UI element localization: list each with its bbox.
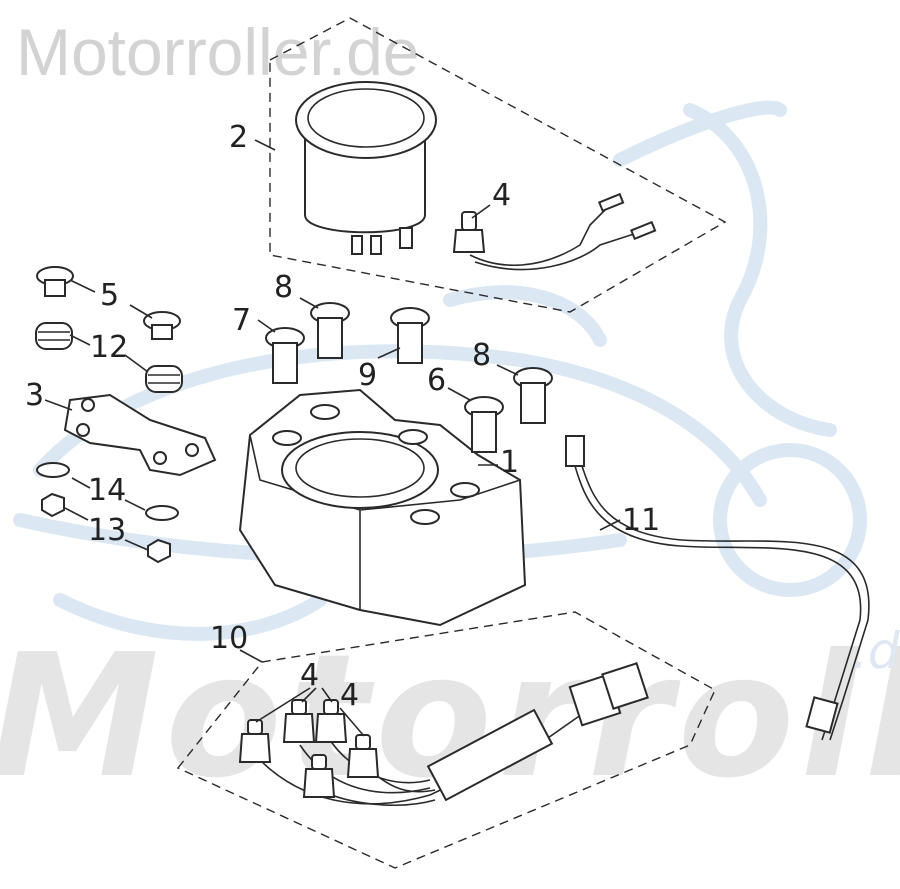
hex-nut [41,492,65,518]
gauge-housing [238,388,527,627]
callout-4-top: 4 [492,178,511,213]
gauge-group-boundary [269,17,727,313]
wiring-harness [238,662,649,806]
rubber-cap [36,266,181,340]
callout-10: 10 [210,621,248,656]
washer [145,505,179,521]
callout-9: 9 [358,358,377,393]
mounting-bracket [63,393,217,477]
callout-8-left: 8 [274,270,293,305]
leader-lines [44,139,621,737]
harness-bulb [238,719,272,763]
harness-bulb [282,699,316,743]
bracket-hole [153,451,167,465]
callout-5: 5 [100,278,119,313]
bulb-socket-8-left [310,302,350,359]
callout-8-right: 8 [472,338,491,373]
callout-1: 1 [500,445,519,480]
harness-bulb [314,699,348,743]
callout-4-harness-right: 4 [340,678,359,713]
washer [36,462,70,478]
callout-6: 6 [427,363,446,398]
callout-3: 3 [25,378,44,413]
speedometer-cable [565,435,870,741]
callout-7: 7 [232,303,251,338]
bulb-with-cable-top [452,192,657,271]
callout-11: 11 [622,503,660,538]
bracket-hole [185,443,199,457]
bulb-socket-6 [464,396,504,453]
speedometer-gauge [295,81,437,255]
bulb-socket-8-right [513,367,553,424]
watermark-corner-text: .d [852,622,900,680]
callout-2: 2 [229,120,248,155]
callout-13: 13 [88,513,126,548]
bracket-hole [76,423,90,437]
hex-nut [147,538,171,564]
bracket-hole [81,398,95,412]
callout-14: 14 [88,473,126,508]
bulb-socket-9 [390,307,430,364]
callout-4-harness-left: 4 [300,658,319,693]
bulb-socket-7 [265,327,305,384]
scooter-watermark-graphic [13,100,867,641]
harness-bulb [302,754,336,798]
callout-12: 12 [90,330,128,365]
watermark-top-text: Motorroller.de [16,15,420,89]
